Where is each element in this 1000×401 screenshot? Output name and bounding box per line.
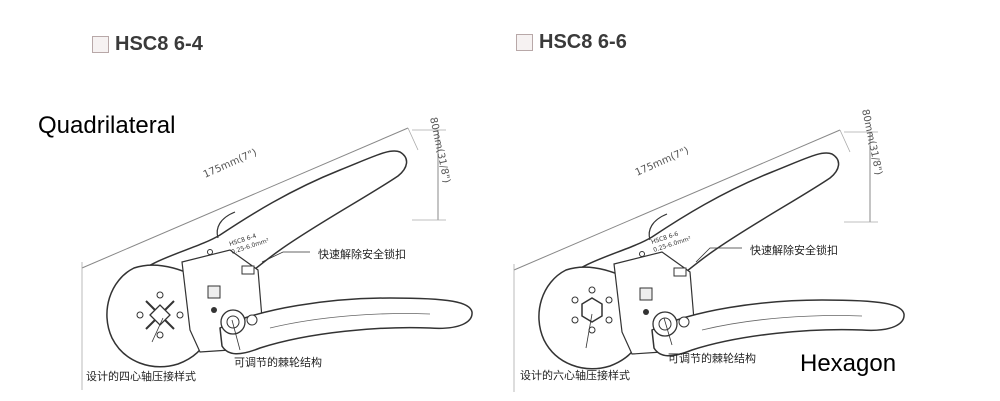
quad-die-icon (136, 291, 184, 339)
model-title-text: HSC8 6-4 (115, 33, 203, 55)
checkbox-square-icon (516, 34, 533, 51)
callout-line-lock-left (261, 251, 310, 263)
ratchet-callout-right: 可调节的棘轮结构 (668, 352, 756, 365)
height-dimension-right: 80mm(31/8") (859, 108, 884, 176)
die-callout-right: 设计的六心轴压接样式 (520, 369, 630, 382)
plier-drawing-left (81, 127, 473, 391)
shape-label-quadrilateral: Quadrilateral (38, 112, 176, 139)
model-title-left: HSC8 6-4 (92, 33, 203, 56)
ratchet-callout-left: 可调节的棘轮结构 (234, 356, 322, 369)
callout-line-ratchet-left (231, 319, 241, 351)
callout-line-die-left (151, 317, 164, 343)
die-callout-left: 设计的四心轴压接样式 (86, 370, 196, 383)
length-dimension-left: 175mm(7") (202, 147, 259, 180)
lock-callout-right: 快速解除安全锁扣 (750, 244, 838, 257)
callout-line-die-right (585, 313, 593, 349)
checkbox-square-icon (92, 36, 109, 53)
shape-label-hexagon: Hexagon (800, 350, 897, 377)
plier-drawing-right (513, 129, 905, 393)
model-title-text: HSC8 6-6 (539, 31, 627, 53)
lock-callout-left: 快速解除安全锁扣 (318, 248, 406, 261)
callout-line-ratchet-right (663, 317, 673, 346)
hex-die-icon (571, 286, 613, 334)
callout-line-lock-right (695, 247, 742, 263)
height-dimension-left: 80mm(31/8") (427, 116, 452, 184)
model-title-right: HSC8 6-6 (516, 31, 627, 54)
length-dimension-right: 175mm(7") (634, 145, 691, 178)
